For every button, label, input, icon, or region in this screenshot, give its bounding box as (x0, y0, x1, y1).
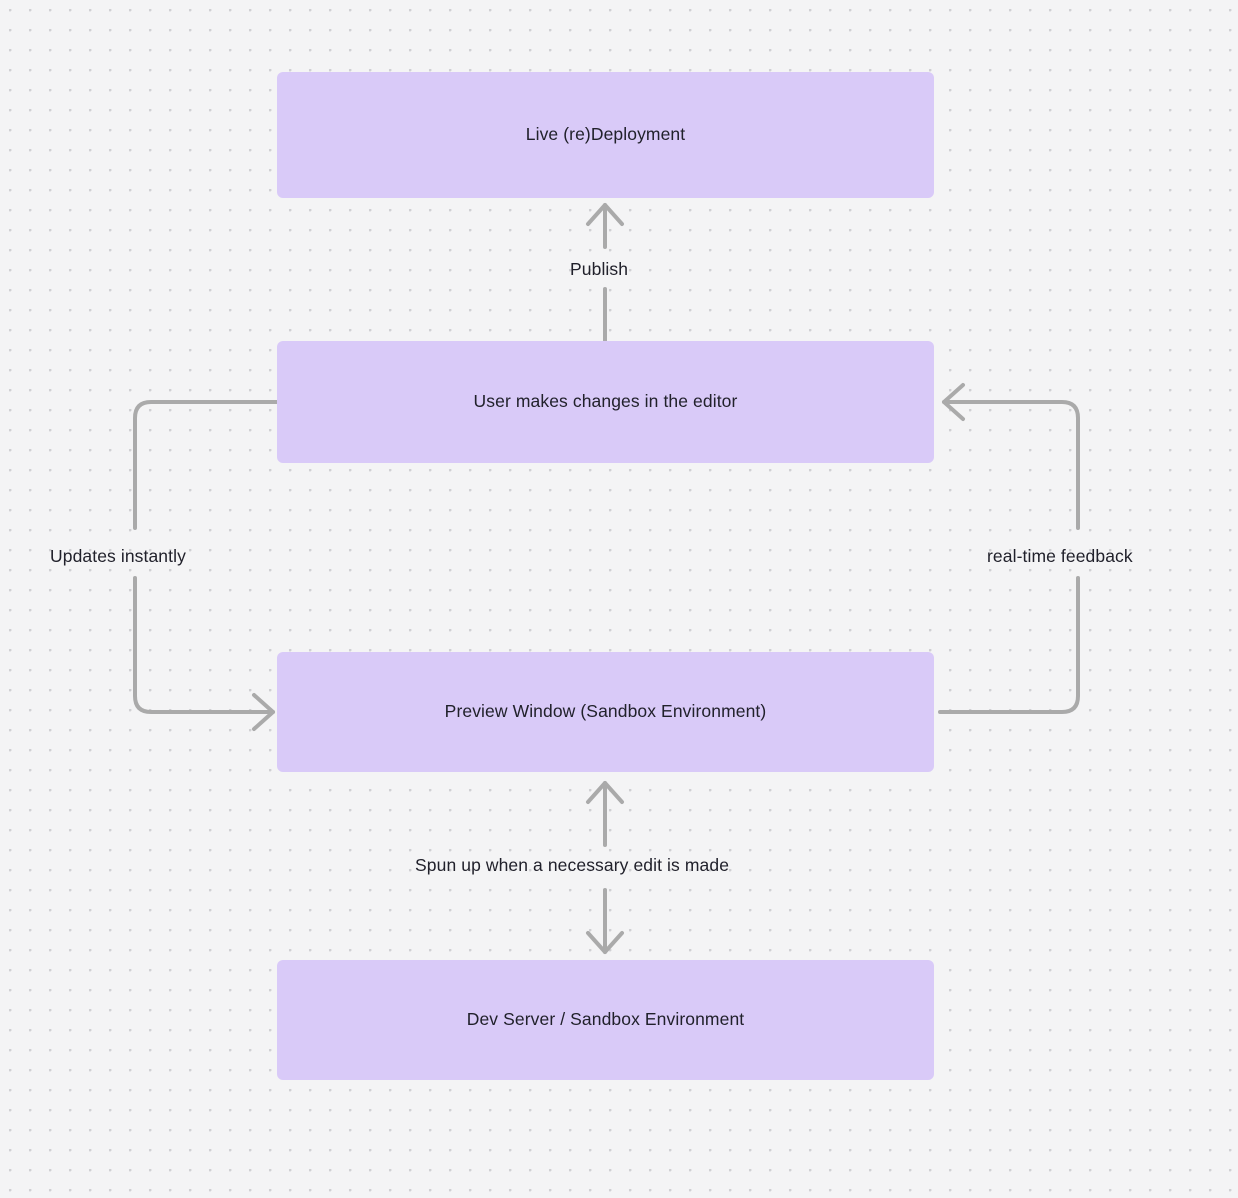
node-live-redeployment[interactable]: Live (re)Deployment (277, 72, 934, 198)
node-label: Preview Window (Sandbox Environment) (444, 701, 767, 722)
edge-label-real-time-feedback: real-time feedback (987, 546, 1133, 566)
node-dev-server[interactable]: Dev Server / Sandbox Environment (277, 960, 934, 1080)
arrowhead-up (586, 781, 624, 804)
edge-label-publish: Publish (570, 259, 629, 279)
node-label: User makes changes in the editor (473, 391, 738, 412)
arrowhead-left (942, 383, 965, 421)
edge-label-spun-up: Spun up when a necessary edit is made (415, 855, 730, 875)
edge-label-updates-instantly: Updates instantly (50, 546, 186, 566)
node-label: Live (re)Deployment (525, 124, 686, 145)
node-preview-window[interactable]: Preview Window (Sandbox Environment) (277, 652, 934, 772)
node-user-makes-changes[interactable]: User makes changes in the editor (277, 341, 934, 463)
arrowhead-up (586, 203, 624, 226)
arrowhead-right (252, 693, 275, 731)
arrowhead-down (586, 931, 624, 954)
node-label: Dev Server / Sandbox Environment (466, 1009, 745, 1030)
